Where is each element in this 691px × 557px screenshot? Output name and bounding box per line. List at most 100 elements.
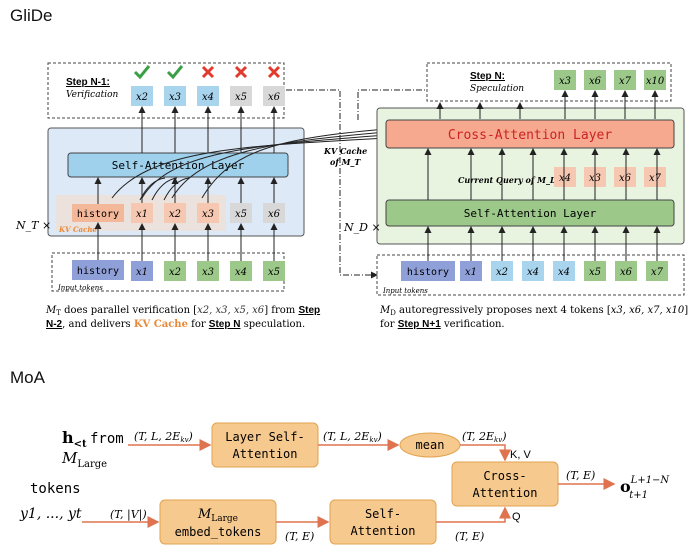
- caption-right-line1: MD autoregressively proposes next 4 toke…: [379, 305, 688, 317]
- verify-tokens: x2 x3 x4 x5 x6: [131, 86, 285, 106]
- draft-input-token: x4: [522, 261, 544, 281]
- cross-icon: [234, 65, 248, 79]
- check-icon: [166, 65, 184, 80]
- moa-cross-attn-l2: Attention: [472, 486, 537, 500]
- svg-text:x5: x5: [589, 267, 601, 278]
- target-history-label: history: [77, 209, 119, 220]
- verify-step-label: Step N-1:: [66, 77, 110, 88]
- draft-input-token: x5: [584, 261, 606, 281]
- draft-input-token: x4: [553, 261, 575, 281]
- svg-text:x1: x1: [465, 267, 477, 278]
- verify-token: x4: [197, 86, 219, 106]
- verify-token: x6: [263, 86, 285, 106]
- target-input-token: x1: [131, 261, 153, 281]
- moa-cross-attn-l1: Cross-: [483, 469, 526, 483]
- verify-box: [47, 62, 285, 119]
- moa-mean-label: mean: [416, 438, 445, 452]
- spec-step-label: Step N:: [470, 71, 505, 82]
- draft-input-token: x2: [491, 261, 513, 281]
- svg-text:x6: x6: [620, 267, 633, 278]
- svg-text:x5: x5: [268, 267, 280, 278]
- svg-text:x4: x4: [235, 267, 247, 278]
- dashdot-links: [286, 89, 426, 279]
- draft-query-label: Current Query of M_D: [458, 175, 557, 185]
- svg-text:x3: x3: [169, 92, 181, 103]
- target-input-tokens: x1 x2 x3 x4 x5: [131, 261, 285, 281]
- moa-self-attn-l2: Attention: [350, 524, 415, 538]
- target-input-caption: Input tokens: [57, 284, 103, 292]
- verify-token: x2: [131, 86, 153, 106]
- svg-text:x5: x5: [235, 92, 247, 103]
- caption-left-line1: MT does parallel verification [x2, x3, x…: [45, 305, 320, 317]
- moa-self-attn-l1: Self-: [365, 507, 401, 521]
- moa-dim1: (T, L, 2Ekv): [134, 430, 193, 444]
- moa-h-from: from: [90, 431, 124, 447]
- svg-text:x6: x6: [619, 173, 632, 184]
- right-arrows: [424, 90, 661, 261]
- verify-token: x5: [230, 86, 252, 106]
- spec-token: x3: [554, 70, 576, 90]
- svg-text:x6: x6: [268, 209, 281, 220]
- moa-kv-label: K, V: [510, 449, 531, 461]
- target-hist-tokens: x1 x2 x3 x5 x6: [131, 203, 285, 223]
- moa-h-mlarge: MLarge: [61, 449, 107, 470]
- spec-tokens: x3 x6 x7 x10: [554, 70, 666, 90]
- spec-token: x7: [614, 70, 636, 90]
- svg-text:x10: x10: [646, 76, 665, 87]
- svg-text:x7: x7: [651, 267, 664, 278]
- svg-text:x6: x6: [268, 92, 281, 103]
- glide-title: GliDe: [10, 6, 53, 25]
- moa-dim3: (T, 2Ekv): [462, 430, 507, 444]
- svg-text:x2: x2: [136, 92, 148, 103]
- caption-left-tokens: x2, x3, x5, x6: [197, 305, 265, 316]
- target-hist-token: x5: [230, 203, 252, 223]
- moa-dim-vocab: (T, |V|): [110, 508, 147, 522]
- svg-text:x2: x2: [169, 267, 181, 278]
- moa-layer-self-attn-l1: Layer Self-: [225, 430, 304, 444]
- svg-text:x6: x6: [589, 76, 602, 87]
- target-input-token: x5: [263, 261, 285, 281]
- caption-left-kv: KV Cache: [134, 319, 188, 330]
- target-input-token: x2: [164, 261, 186, 281]
- cross-icon: [201, 65, 215, 79]
- draft-input-caption: Input tokens: [382, 287, 428, 295]
- svg-text:x7: x7: [649, 173, 662, 184]
- svg-text:x5: x5: [235, 209, 247, 220]
- target-kv-cache-label: KV Cache: [58, 225, 97, 234]
- moa-dim-e3: (T, E): [455, 530, 484, 543]
- svg-text:x1: x1: [136, 209, 148, 220]
- svg-text:x3: x3: [559, 76, 571, 87]
- moa-q-label: Q: [512, 511, 521, 523]
- spec-box: [426, 62, 672, 102]
- caption-right-tokens: x3, x6, x7, x10: [611, 305, 685, 316]
- target-hist-token: x2: [164, 203, 186, 223]
- kv-link-line2: of M_T: [330, 157, 361, 167]
- spec-step-sub: Speculation: [470, 84, 524, 94]
- moa-tokens-label: tokens: [30, 481, 81, 497]
- draft-input-token: x1: [460, 261, 482, 281]
- svg-text:x3: x3: [202, 267, 214, 278]
- moa-dim-out: (T, E): [566, 469, 595, 482]
- spec-token: x6: [584, 70, 606, 90]
- target-multiplier: N_T ×: [15, 219, 51, 232]
- target-hist-token: x3: [197, 203, 219, 223]
- draft-input-box: [376, 254, 685, 296]
- arrow: [139, 177, 166, 201]
- caption-right-line2: for Step N+1 verification.: [380, 319, 505, 330]
- draft-input-token: x7: [646, 261, 668, 281]
- draft-input-token: x6: [615, 261, 637, 281]
- svg-text:x3: x3: [202, 209, 214, 220]
- draft-query-token: x7: [644, 167, 666, 187]
- cross-attn-label: Cross-Attention Layer: [448, 128, 613, 143]
- svg-text:x1: x1: [136, 267, 148, 278]
- svg-text:x4: x4: [559, 173, 571, 184]
- target-history-block: [72, 204, 124, 222]
- arrow: [151, 177, 178, 201]
- kv-link-line1: KV Cache: [323, 146, 367, 156]
- arrow: [163, 177, 190, 201]
- target-hist-token: x1: [131, 203, 153, 223]
- target-input-history: [72, 260, 124, 280]
